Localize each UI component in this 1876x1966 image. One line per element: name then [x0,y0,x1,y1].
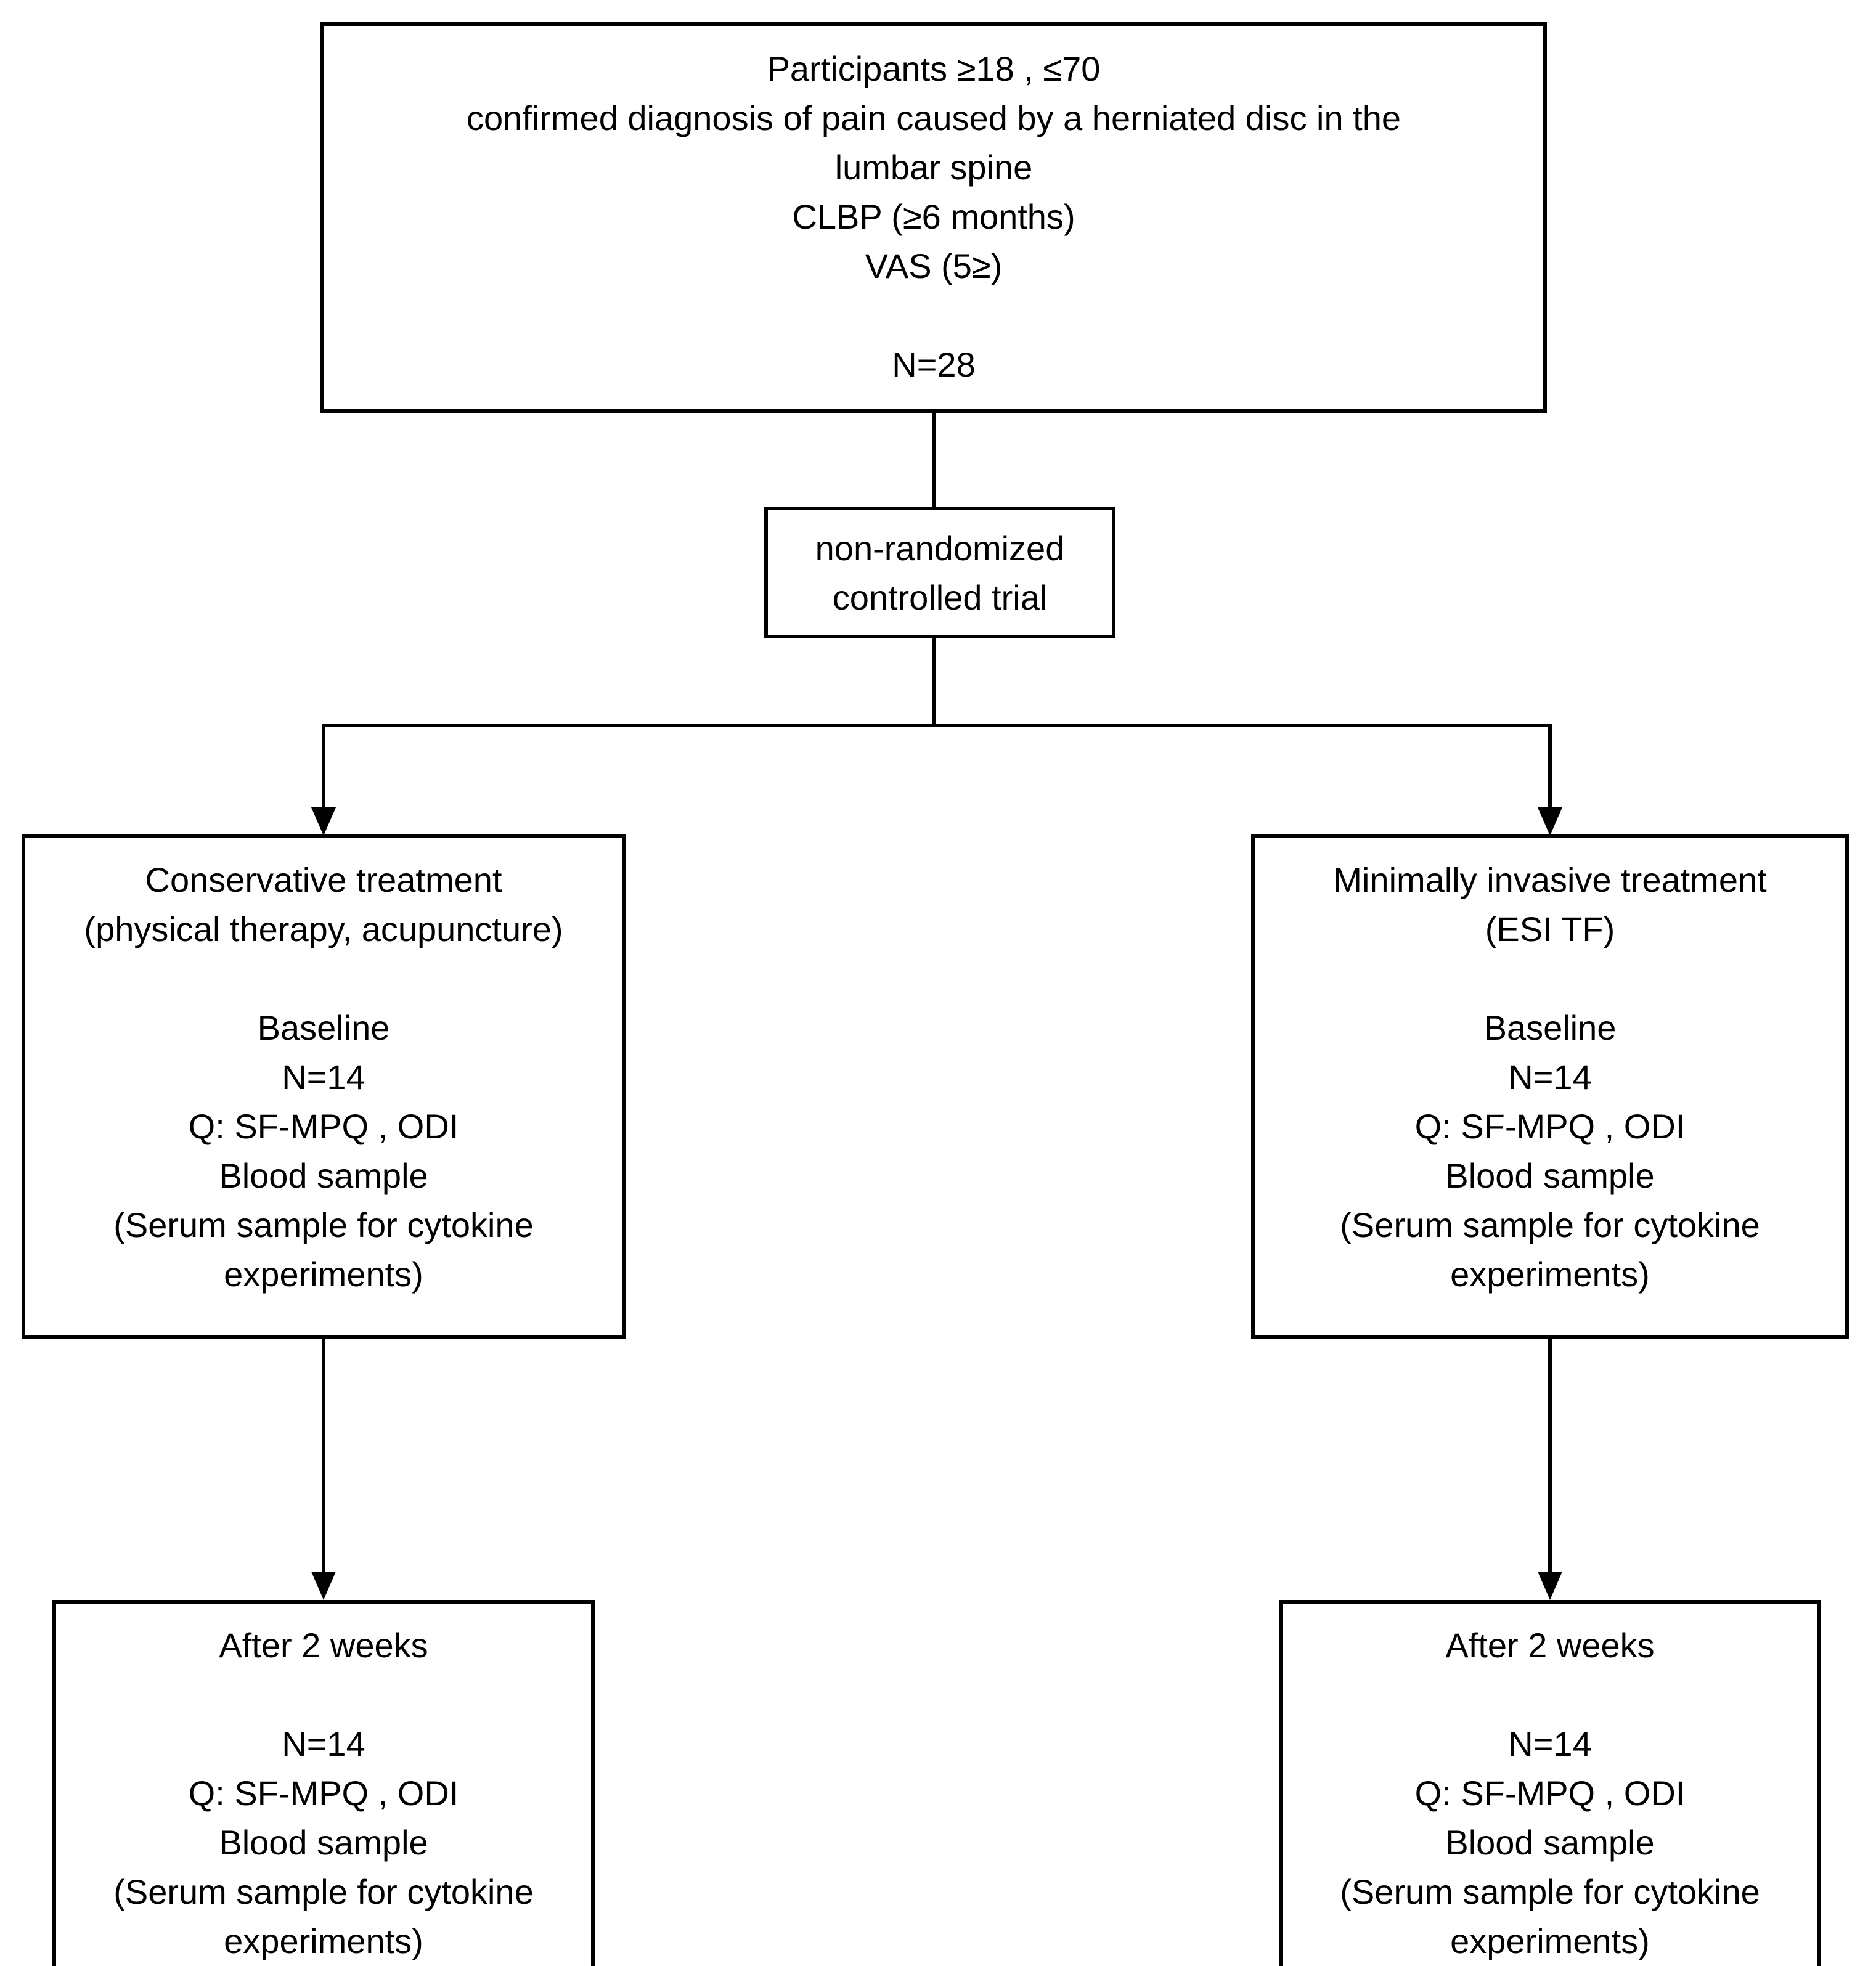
branch-right-vertical-line [1548,724,1552,810]
text-line: (Serum sample for cytokine [113,1872,534,1911]
text-line: (ESI TF) [1485,910,1615,948]
text-line: Conservative treatment [145,860,502,899]
connector-minimally-invasive-followup [1548,1336,1552,1574]
text-line: (physical therapy, acupuncture) [84,910,563,948]
text-line: experiments) [224,1922,423,1960]
text-line: Baseline [1483,1008,1617,1047]
text-line: (Serum sample for cytokine [1340,1205,1760,1244]
text-line: Blood sample [1445,1823,1655,1862]
box-conservative-followup: After 2 weeks N=14 Q: SF-MPQ , ODI Blood… [52,1600,595,1966]
branch-horizontal-line [322,724,1552,727]
text-line: Minimally invasive treatment [1333,860,1767,899]
box-trial-design: non-randomized controlled trial [764,507,1115,638]
text-line-blank [324,291,1543,340]
text-line: Baseline [257,1008,390,1047]
connector-trial-branch [932,637,936,727]
box-eligibility: Participants ≥18 , ≤70 confirmed diagnos… [320,22,1547,413]
text-line: Blood sample [1445,1156,1655,1195]
box-minimally-invasive-treatment: Minimally invasive treatment (ESI TF) Ba… [1251,834,1849,1339]
text-line: VAS (5≥) [865,247,1003,285]
text-line: experiments) [1450,1255,1650,1294]
text-line: N=28 [892,345,976,384]
text-line-blank [1283,1670,1817,1719]
text-line: confirmed diagnosis of pain caused by a … [466,99,1401,137]
text-line: (Serum sample for cytokine [113,1205,534,1244]
text-line: N=14 [1508,1724,1592,1763]
text-line: non-randomized [815,529,1065,568]
box-minimally-invasive-followup: After 2 weeks N=14 Q: SF-MPQ , ODI Blood… [1279,1600,1821,1966]
arrowhead-to-conservative-followup [311,1572,336,1600]
text-line: lumbar spine [834,148,1033,187]
connector-eligibility-trial [932,412,936,508]
text-line: (Serum sample for cytokine [1340,1872,1760,1911]
arrowhead-to-conservative [311,807,336,836]
text-line: N=14 [282,1724,365,1763]
text-line: Blood sample [219,1823,428,1862]
text-line: Blood sample [219,1156,428,1195]
text-line: N=14 [282,1058,365,1096]
text-line: After 2 weeks [1445,1626,1655,1665]
text-line: experiments) [224,1255,423,1294]
box-conservative-treatment: Conservative treatment (physical therapy… [22,834,626,1339]
text-line: After 2 weeks [219,1626,428,1665]
text-line: experiments) [1450,1922,1650,1960]
text-line: Q: SF-MPQ , ODI [188,1774,459,1813]
text-line: Q: SF-MPQ , ODI [1414,1107,1686,1146]
text-line-blank [25,954,622,1003]
text-line: Participants ≥18 , ≤70 [767,49,1101,88]
text-line: controlled trial [832,578,1048,617]
text-line-blank [1255,954,1845,1003]
arrowhead-to-minimally-invasive [1538,807,1562,836]
connector-conservative-followup [322,1336,325,1574]
text-line: Q: SF-MPQ , ODI [188,1107,459,1146]
text-line: CLBP (≥6 months) [792,197,1075,236]
text-line: Q: SF-MPQ , ODI [1414,1774,1686,1813]
text-line: N=14 [1508,1058,1592,1096]
branch-left-vertical-line [322,724,325,810]
text-line-blank [56,1670,591,1719]
arrowhead-to-minimally-invasive-followup [1538,1572,1562,1600]
